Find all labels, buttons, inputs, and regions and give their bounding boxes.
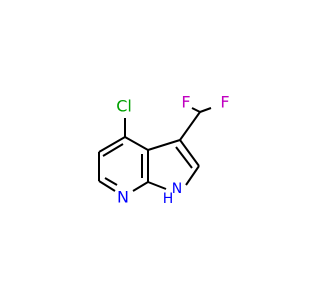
pyridine-nitrogen-label: N [117,188,129,207]
bond-c3-chf2 [179,111,201,141]
bond-c-f2 [199,107,212,113]
molecule-drawing: Cl F F N N H [98,93,230,207]
structure-canvas: Cl F F N N H [98,93,230,207]
bond-c2-n1 [185,165,200,186]
bond-n7-c7a [132,181,149,192]
chlorine-atom-label: Cl [116,97,132,116]
fluorine-atom-label-2: F [220,93,229,112]
bond-c4-c5-double [102,143,124,157]
bond-c4-c3a [124,136,149,151]
pyrrole-nitrogen-label: N [172,181,182,197]
bond-c3-c2 [179,139,200,167]
bond-c6-n7 [98,180,116,192]
bonds [98,107,212,192]
bond-c3-c2-double [175,146,193,169]
bond-c3a-c3 [147,139,181,151]
bond-c-f1 [191,107,201,113]
fluorine-atom-label-1: F [181,93,190,112]
pyrrole-hydrogen-label: H [163,191,174,207]
bond-c4-c5 [98,136,126,153]
bond-n1-c7a [147,181,167,190]
bond-c6-n7-double [104,177,118,186]
